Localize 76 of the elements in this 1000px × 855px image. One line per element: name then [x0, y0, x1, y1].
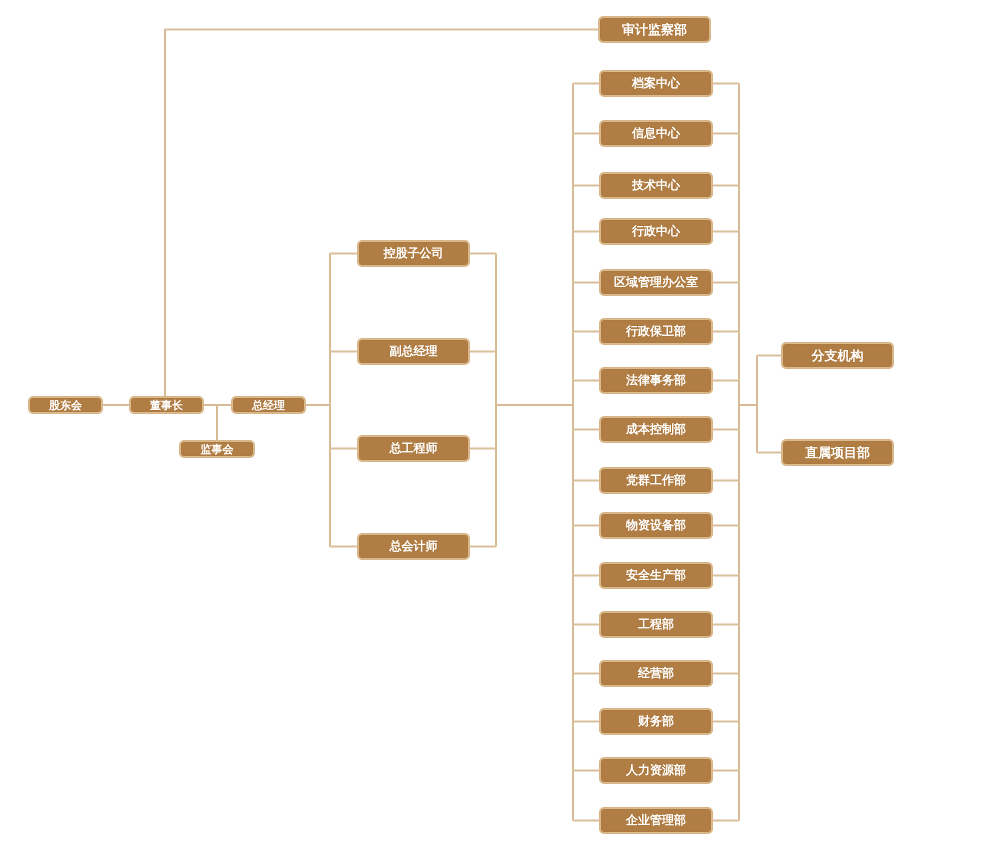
connector-line — [573, 574, 599, 576]
org-box: 总会计师 — [357, 533, 470, 560]
org-box: 分支机构 — [781, 342, 894, 369]
connector-line — [573, 624, 599, 626]
connector-line — [573, 672, 599, 674]
org-box: 党群工作部 — [599, 467, 713, 494]
org-box: 控股子公司 — [357, 240, 470, 267]
connector-line — [330, 252, 357, 254]
org-box: 监事会 — [179, 440, 255, 458]
org-box: 董事长 — [129, 396, 204, 414]
connector-line — [713, 184, 739, 186]
org-box: 股东会 — [28, 396, 103, 414]
org-box: 安全生产部 — [599, 562, 713, 589]
connector-line — [713, 82, 739, 84]
connector-line — [757, 354, 781, 356]
org-box: 直属项目部 — [781, 439, 894, 466]
connector-line — [573, 132, 599, 134]
connector-line — [713, 574, 739, 576]
connector-line — [103, 404, 129, 406]
connector-line — [329, 254, 331, 546]
connector-line — [573, 524, 599, 526]
connector-line — [713, 624, 739, 626]
connector-line — [573, 230, 599, 232]
connector-line — [204, 404, 218, 440]
connector-line — [495, 82, 574, 822]
connector-line — [713, 770, 739, 772]
connector-line — [164, 28, 598, 396]
org-box: 信息中心 — [599, 120, 713, 147]
connector-line — [573, 184, 599, 186]
org-box: 副总经理 — [357, 338, 470, 365]
org-box: 经营部 — [599, 660, 713, 687]
org-box: 财务部 — [599, 708, 713, 735]
org-box: 行政中心 — [599, 218, 713, 245]
connector-line — [713, 428, 739, 430]
connector-line — [757, 452, 781, 454]
connector-line — [573, 770, 599, 772]
connector-line — [713, 380, 739, 382]
connector-line — [306, 404, 330, 406]
org-box: 技术中心 — [599, 172, 713, 199]
connector-line — [713, 672, 739, 674]
connector-line — [573, 82, 599, 84]
org-box: 总经理 — [231, 396, 306, 414]
org-box: 区域管理办公室 — [599, 269, 713, 296]
connector-line — [573, 330, 599, 332]
connector-line — [713, 330, 739, 332]
connector-line — [573, 380, 599, 382]
connector-line — [573, 720, 599, 722]
org-box: 法律事务部 — [599, 367, 713, 394]
connector-line — [713, 820, 739, 822]
org-box: 行政保卫部 — [599, 318, 713, 345]
connector-line — [738, 82, 758, 822]
connector-line — [330, 350, 357, 352]
connector-line — [713, 282, 739, 284]
connector-line — [470, 546, 496, 548]
org-box: 成本控制部 — [599, 416, 713, 443]
connector-line — [713, 720, 739, 722]
connector-line — [713, 132, 739, 134]
connector-line — [573, 480, 599, 482]
org-box: 物资设备部 — [599, 512, 713, 539]
connector-line — [713, 230, 739, 232]
org-box: 审计监察部 — [598, 16, 711, 43]
connector-line — [573, 820, 599, 822]
org-box: 工程部 — [599, 611, 713, 638]
connector-line — [470, 252, 496, 254]
connector-line — [330, 546, 357, 548]
org-box: 企业管理部 — [599, 807, 713, 834]
org-box: 档案中心 — [599, 70, 713, 97]
connector-line — [470, 350, 496, 352]
connector-line — [713, 480, 739, 482]
connector-line — [573, 428, 599, 430]
org-box: 总工程师 — [357, 435, 470, 462]
connector-line — [713, 524, 739, 526]
connector-line — [470, 448, 496, 450]
connector-line — [330, 448, 357, 450]
org-box: 人力资源部 — [599, 757, 713, 784]
connector-line — [573, 282, 599, 284]
